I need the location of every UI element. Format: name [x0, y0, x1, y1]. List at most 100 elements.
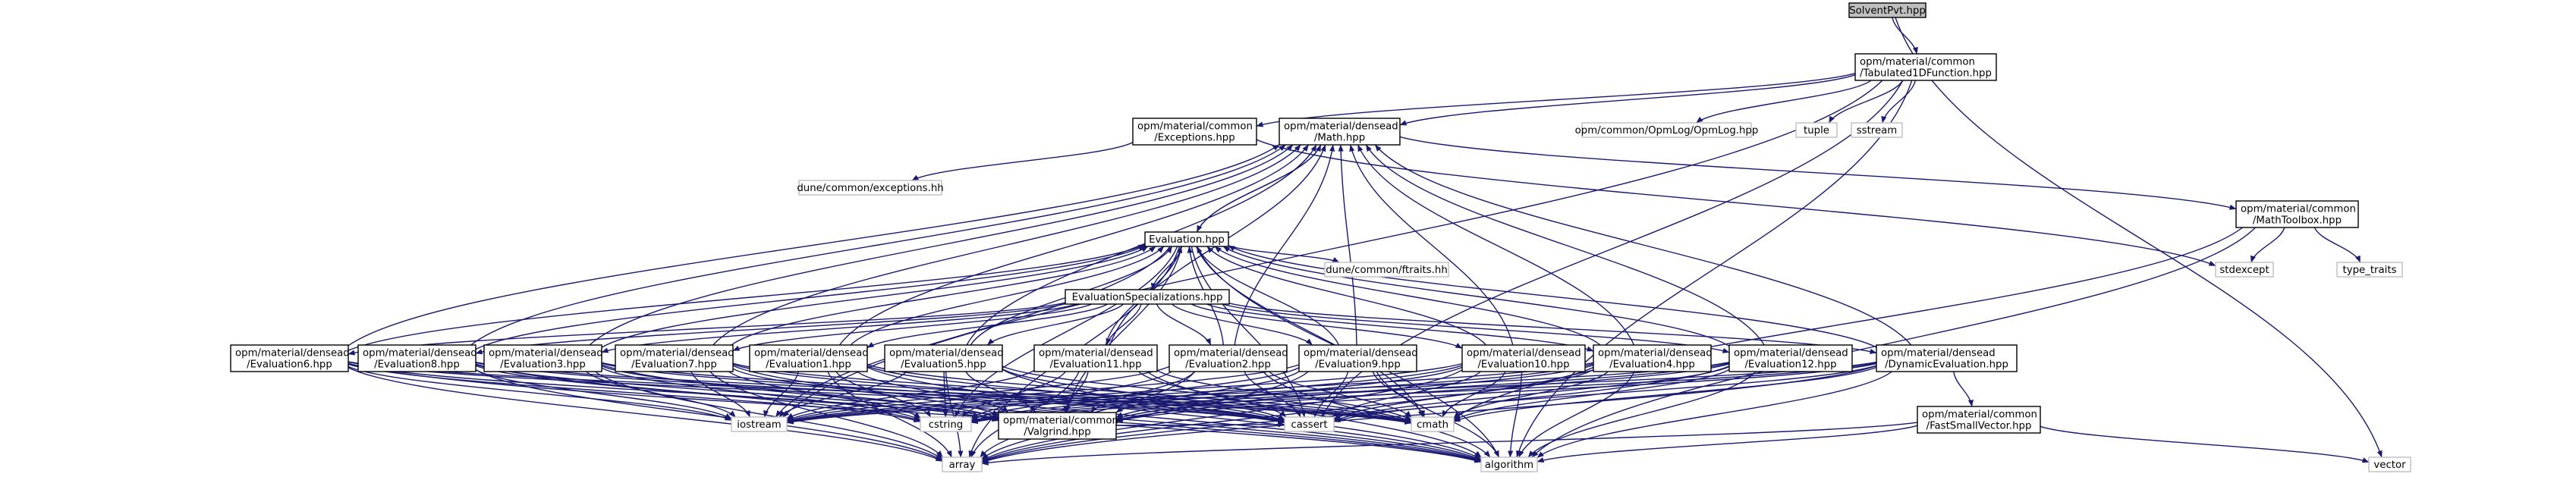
- node-dunefraits: dune/common/ftraits.hh: [1324, 262, 1449, 278]
- node-box-cassert: [1284, 416, 1335, 432]
- node-box-math: [1279, 118, 1401, 146]
- edge-exceptions-to-duneexc: [911, 141, 1134, 181]
- edge-eval3-to-array: [595, 371, 943, 460]
- node-valgrind[interactable]: opm/material/common/Valgrind.hpp: [998, 412, 1118, 440]
- node-array: array: [942, 456, 983, 472]
- node-label-eval2-line-0: opm/material/densead: [1174, 348, 1288, 359]
- edge-eval10-to-iostream: [786, 362, 1463, 423]
- node-fastsmall[interactable]: opm/material/common/FastSmallVector.hpp: [1917, 406, 2041, 434]
- node-box-eval5: [884, 344, 1003, 372]
- node-label-evaluation-line-0: Evaluation.hpp: [1149, 234, 1225, 246]
- edge-eval2-to-math: [1234, 144, 1335, 346]
- edge-eval6-to-iostream: [348, 365, 732, 422]
- node-eval9[interactable]: opm/material/densead/Evaluation9.hpp: [1298, 344, 1418, 372]
- node-cassert: cassert: [1284, 416, 1335, 432]
- edge-eval5-to-cstring: [942, 371, 948, 418]
- node-box-tuple: [1795, 122, 1838, 138]
- node-label-typetraits-line-0: type_traits: [2342, 265, 2396, 276]
- node-label-opmlog-line-0: opm/common/OpmLog/OpmLog.hpp: [1575, 125, 1759, 136]
- node-label-tab1d-line-1: /Tabulated1DFunction.hpp: [1860, 68, 1992, 80]
- node-exceptions[interactable]: opm/material/common/Exceptions.hpp: [1132, 118, 1257, 146]
- edge-eval1-to-math: [838, 144, 1310, 346]
- node-eval3[interactable]: opm/material/densead/Evaluation3.hpp: [483, 344, 603, 372]
- edge-eval9-to-evaluation: [1196, 246, 1340, 346]
- node-box-eval7: [615, 344, 734, 372]
- node-label-eval1-line-0: opm/material/densead: [754, 348, 869, 359]
- node-label-sstream-line-0: sstream: [1857, 125, 1898, 136]
- node-label-solventpvt-line-0: SolventPvt.hpp: [1849, 5, 1926, 17]
- edge-eval2-to-cmath: [1269, 371, 1412, 418]
- node-evalspec[interactable]: EvaluationSpecializations.hpp: [1065, 289, 1230, 305]
- node-duneexc: dune/common/exceptions.hh: [797, 180, 944, 196]
- edge-eval8-to-iostream: [475, 369, 732, 420]
- node-mathtoolbox[interactable]: opm/material/common/MathToolbox.hpp: [2235, 200, 2359, 228]
- node-box-eval8: [357, 344, 477, 372]
- edge-eval6-to-math: [348, 144, 1280, 347]
- node-eval6[interactable]: opm/material/densead/Evaluation6.hpp: [230, 344, 350, 372]
- edge-eval8-to-cassert: [475, 362, 1285, 424]
- node-eval8[interactable]: opm/material/densead/Evaluation8.hpp: [357, 344, 477, 372]
- edge-eval3-to-valgrind: [601, 365, 999, 419]
- edge-eval10-to-math: [1349, 144, 1514, 346]
- node-evaluation[interactable]: Evaluation.hpp: [1144, 231, 1229, 247]
- edge-mathtoolbox-to-algorithm: [1531, 227, 2256, 458]
- node-label-cmath-line-0: cmath: [1417, 419, 1448, 431]
- edge-evalspec-to-eval1: [867, 303, 1108, 349]
- edge-eval12-to-iostream: [786, 362, 1730, 425]
- node-eval11[interactable]: opm/material/densead/Evaluation11.hpp: [1033, 344, 1158, 372]
- node-eval4[interactable]: opm/material/densead/Evaluation4.hpp: [1593, 344, 1713, 372]
- edge-eval5-to-iostream: [778, 371, 907, 418]
- edge-eval1-to-evaluation: [850, 246, 1165, 346]
- node-eval1[interactable]: opm/material/densead/Evaluation1.hpp: [749, 344, 869, 372]
- node-box-eval6: [230, 344, 349, 372]
- node-box-iostream: [731, 416, 788, 432]
- node-label-eval7-line-0: opm/material/densead: [620, 348, 734, 359]
- edge-tab1d-to-opmlog: [1696, 80, 1872, 124]
- edge-eval12-to-algorithm: [1527, 371, 1757, 458]
- node-cmath: cmath: [1411, 416, 1455, 432]
- edge-eval11-to-cmath: [1156, 369, 1412, 421]
- node-box-duneexc: [798, 180, 942, 196]
- node-algorithm: algorithm: [1480, 456, 1538, 472]
- node-label-eval11-line-0: opm/material/densead: [1039, 348, 1153, 359]
- node-eval12[interactable]: opm/material/densead/Evaluation12.hpp: [1728, 344, 1853, 372]
- node-vector: vector: [2368, 456, 2411, 472]
- node-label-eval3-line-1: /Evaluation3.hpp: [500, 359, 586, 371]
- edge-eval11-to-iostream: [786, 369, 1035, 419]
- node-label-exceptions-line-1: /Exceptions.hpp: [1154, 133, 1235, 144]
- node-solventpvt[interactable]: SolventPvt.hpp: [1848, 2, 1926, 18]
- node-eval5[interactable]: opm/material/densead/Evaluation5.hpp: [884, 344, 1004, 372]
- edge-eval3-to-math: [589, 144, 1294, 346]
- edge-dyneval-to-evaluation: [1228, 245, 1877, 348]
- node-label-stdexcept-line-0: stdexcept: [2219, 265, 2269, 276]
- node-label-eval10-line-0: opm/material/densead: [1467, 348, 1581, 359]
- edge-tab1d-to-algorithm: [1516, 80, 1913, 458]
- node-box-dyneval: [1876, 344, 2018, 372]
- node-box-eval10: [1461, 344, 1586, 372]
- node-dyneval[interactable]: opm/material/densead/DynamicEvaluation.h…: [1876, 344, 2018, 372]
- edge-evalspec-to-eval4: [1206, 303, 1594, 352]
- node-sstream: sstream: [1851, 122, 1903, 138]
- node-math[interactable]: opm/material/densead/Math.hpp: [1279, 118, 1401, 146]
- node-stdexcept: stdexcept: [2215, 262, 2274, 278]
- edge-evaluation-to-math: [1196, 144, 1322, 233]
- node-box-array: [942, 456, 983, 472]
- node-tab1d[interactable]: opm/material/common/Tabulated1DFunction.…: [1854, 53, 1997, 81]
- node-label-duneexc-line-0: dune/common/exceptions.hh: [797, 183, 943, 194]
- edge-tab1d-to-tuple: [1828, 80, 1904, 124]
- node-label-algorithm-line-0: algorithm: [1485, 460, 1533, 471]
- edge-eval3-to-iostream: [586, 371, 736, 418]
- node-label-eval9-line-0: opm/material/densead: [1304, 348, 1418, 359]
- edge-eval12-to-valgrind: [1115, 363, 1730, 422]
- node-label-dyneval-line-1: /DynamicEvaluation.hpp: [1885, 359, 2008, 371]
- node-cstring: cstring: [920, 416, 972, 432]
- node-eval2[interactable]: opm/material/densead/Evaluation2.hpp: [1168, 344, 1288, 372]
- edge-eval9-to-algorithm: [1376, 371, 1500, 458]
- node-label-tuple-line-0: tuple: [1804, 125, 1829, 136]
- node-eval10[interactable]: opm/material/densead/Evaluation10.hpp: [1461, 344, 1586, 372]
- node-label-eval8-line-1: /Evaluation8.hpp: [374, 359, 460, 371]
- node-label-eval6-line-0: opm/material/densead: [235, 348, 350, 359]
- node-box-solventpvt: [1848, 2, 1926, 18]
- node-eval7[interactable]: opm/material/densead/Evaluation7.hpp: [615, 344, 734, 372]
